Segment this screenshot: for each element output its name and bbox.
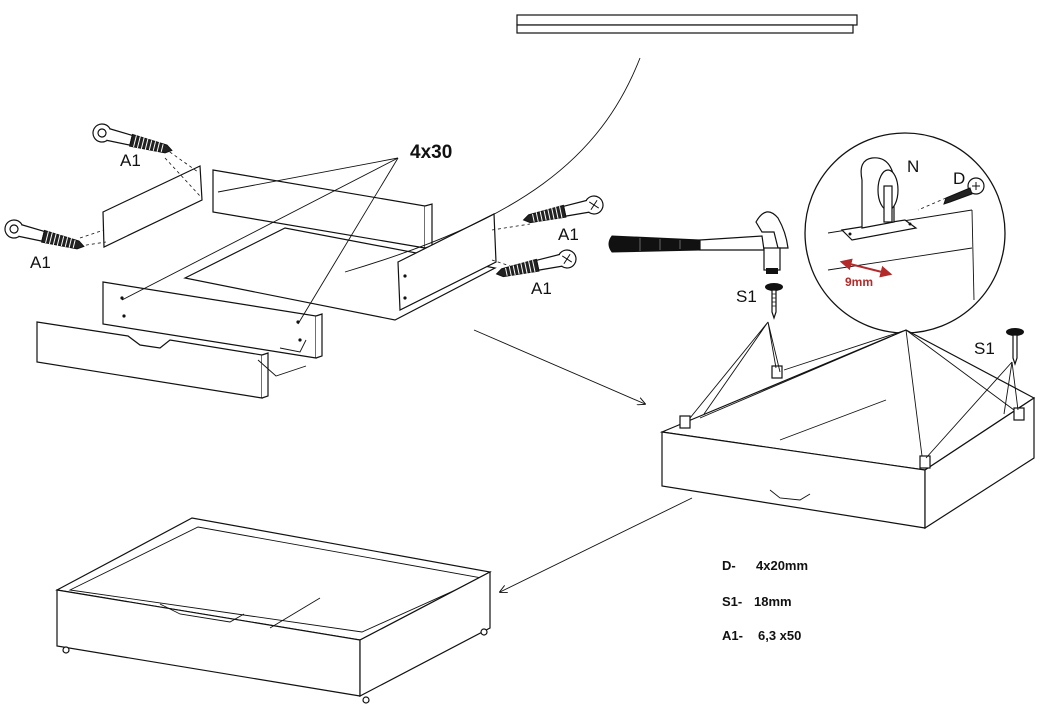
rail-part <box>516 14 858 34</box>
label-d: D <box>953 169 965 188</box>
label-n: N <box>907 157 919 176</box>
dimension-label: 9mm <box>845 275 873 289</box>
step-arrow-2 <box>500 497 693 592</box>
dowel-icon <box>521 193 606 230</box>
label-4x30: 4x30 <box>410 142 452 163</box>
legend-code: D- <box>722 558 736 573</box>
screw-4x30-leaders <box>121 157 399 325</box>
left-side-panel <box>102 165 203 248</box>
dimension-arrow <box>839 258 893 278</box>
castor-wheel-icon <box>679 365 1025 469</box>
legend-code: S1- <box>722 594 742 609</box>
exploded-panels <box>36 144 531 399</box>
front-outer-panel <box>36 321 263 399</box>
legend-code: A1- <box>722 628 743 643</box>
dowel-icon <box>494 247 579 284</box>
legend-size: 6,3 x50 <box>758 628 801 643</box>
dowel-icon <box>2 217 87 256</box>
screw-icon <box>917 177 985 211</box>
step-arrow-1 <box>473 329 645 404</box>
label-a1: A1 <box>30 253 51 272</box>
hardware-legend: D- 4x20mm S1- 18mm A1- 6,3 x50 <box>722 558 808 643</box>
label-a1: A1 <box>558 225 579 244</box>
finished-drawer <box>55 517 492 704</box>
assembled-frame <box>659 321 1036 530</box>
legend-size: 18mm <box>754 594 792 609</box>
castor-wheel-icon <box>840 157 918 241</box>
legend-size: 4x20mm <box>756 558 808 573</box>
nail-icon <box>765 283 783 320</box>
rail-arc <box>344 57 641 273</box>
label-s1: S1 <box>736 287 757 306</box>
label-s1: S1 <box>974 339 995 358</box>
castor-detail: 9mm <box>804 132 1006 334</box>
label-a1: A1 <box>120 151 141 170</box>
nail-icon <box>1006 328 1024 366</box>
hammer-icon <box>608 211 789 274</box>
label-a1: A1 <box>531 279 552 298</box>
